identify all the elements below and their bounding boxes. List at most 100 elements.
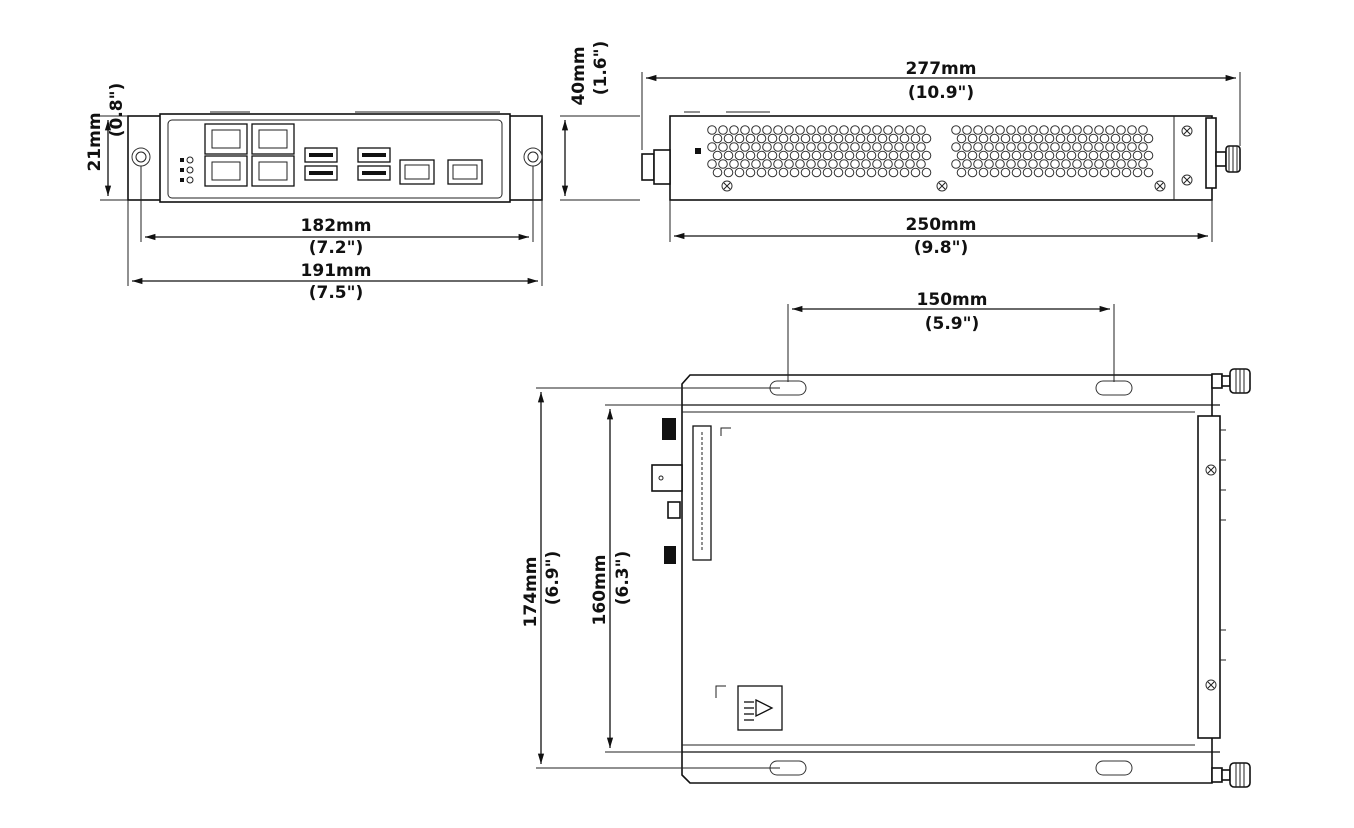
vent-hole xyxy=(767,167,778,178)
vent-hole xyxy=(740,159,750,169)
mounting-slot-icons xyxy=(769,380,1133,776)
vent-hole xyxy=(866,167,877,178)
vent-hole xyxy=(984,159,994,169)
vent-hole xyxy=(921,150,932,161)
vent-hole xyxy=(1033,167,1044,178)
vent-hole xyxy=(773,142,783,152)
vent-hole xyxy=(1132,167,1143,178)
vent-hole xyxy=(712,167,723,178)
vent-hole xyxy=(962,159,972,169)
side-overall-length-mm-label: 277mm xyxy=(906,59,977,79)
right-ear-screw-icon xyxy=(523,147,543,167)
vent-hole xyxy=(1116,125,1126,135)
vent-hole xyxy=(850,142,860,152)
vent-hole xyxy=(1121,133,1132,144)
side-body-length-inch-label: (9.8") xyxy=(914,238,969,258)
vent-hole xyxy=(984,142,994,152)
vent-hole xyxy=(1000,167,1011,178)
vent-hole xyxy=(712,133,723,144)
vent-hole xyxy=(1022,133,1033,144)
front-inner-width-mm-label: 182mm xyxy=(301,216,372,236)
vent-hole xyxy=(877,133,888,144)
vent-hole xyxy=(861,125,871,135)
vent-hole xyxy=(951,125,961,135)
vent-hole xyxy=(910,167,921,178)
vent-hole xyxy=(951,142,961,152)
vent-hole xyxy=(1022,150,1033,161)
side-height-mm-label: 40mm xyxy=(569,46,589,105)
vent-hole xyxy=(756,133,767,144)
top-mount-spacing-mm-label: 150mm xyxy=(917,290,988,310)
top-body-depth-mm-label: 160mm xyxy=(590,555,610,626)
vent-hole xyxy=(916,125,926,135)
vent-hole xyxy=(1055,150,1066,161)
vent-hole xyxy=(718,159,728,169)
vent-hole xyxy=(877,167,888,178)
vent-hole xyxy=(861,159,871,169)
vent-hole xyxy=(784,125,794,135)
vent-hole xyxy=(1000,133,1011,144)
vent-hole xyxy=(778,167,789,178)
vent-hole xyxy=(828,159,838,169)
vent-hole xyxy=(844,150,855,161)
front-height-inch-label: (0.8") xyxy=(107,83,127,138)
vent-hole xyxy=(844,167,855,178)
vent-hole xyxy=(1028,142,1038,152)
vent-hole xyxy=(1061,125,1071,135)
vent-hole xyxy=(888,167,899,178)
vent-hole xyxy=(762,159,772,169)
vent-hole xyxy=(888,150,899,161)
status-led-icons xyxy=(180,156,194,184)
vent-hole xyxy=(707,159,717,169)
vent-hole xyxy=(1039,125,1049,135)
vent-hole xyxy=(883,159,893,169)
vent-hole xyxy=(806,159,816,169)
vent-hole xyxy=(894,159,904,169)
vent-hole xyxy=(921,167,932,178)
side-screw-icons xyxy=(721,125,1193,192)
vent-hole xyxy=(1088,167,1099,178)
vent-hole xyxy=(795,125,805,135)
vent-hole xyxy=(734,150,745,161)
vent-hole xyxy=(811,133,822,144)
top-mount-spacing-inch-label: (5.9") xyxy=(925,314,980,334)
vent-hole xyxy=(1077,133,1088,144)
vent-hole xyxy=(1138,125,1148,135)
vent-hole xyxy=(910,133,921,144)
side-thumbscrew-icon xyxy=(1205,117,1241,189)
vent-hole xyxy=(1028,125,1038,135)
vent-hole xyxy=(978,133,989,144)
vent-hole xyxy=(1006,142,1016,152)
vent-hole xyxy=(1072,159,1082,169)
vent-hole xyxy=(1094,125,1104,135)
vent-hole xyxy=(910,150,921,161)
vent-hole xyxy=(1050,159,1060,169)
vent-hole xyxy=(916,159,926,169)
vent-hole xyxy=(989,167,1000,178)
vent-hole xyxy=(1061,159,1071,169)
vent-hole xyxy=(839,142,849,152)
vent-hole xyxy=(1094,159,1104,169)
vent-hole xyxy=(833,150,844,161)
vent-hole xyxy=(800,150,811,161)
ground-symbol-icon xyxy=(715,685,783,731)
vent-hole xyxy=(973,159,983,169)
vent-hole xyxy=(1061,142,1071,152)
vent-hole xyxy=(978,167,989,178)
vent-hole xyxy=(707,142,717,152)
vent-hole xyxy=(1011,150,1022,161)
vent-hole xyxy=(1006,159,1016,169)
vent-hole xyxy=(883,142,893,152)
vent-hole xyxy=(1050,142,1060,152)
vent-hole xyxy=(723,167,734,178)
vent-hole xyxy=(817,142,827,152)
vent-hole xyxy=(778,150,789,161)
vent-hole xyxy=(1072,125,1082,135)
vent-hole xyxy=(899,150,910,161)
vent-hole xyxy=(967,167,978,178)
vent-hole xyxy=(1033,133,1044,144)
vent-hole xyxy=(1138,159,1148,169)
vent-hole xyxy=(751,159,761,169)
vent-hole xyxy=(1110,150,1121,161)
